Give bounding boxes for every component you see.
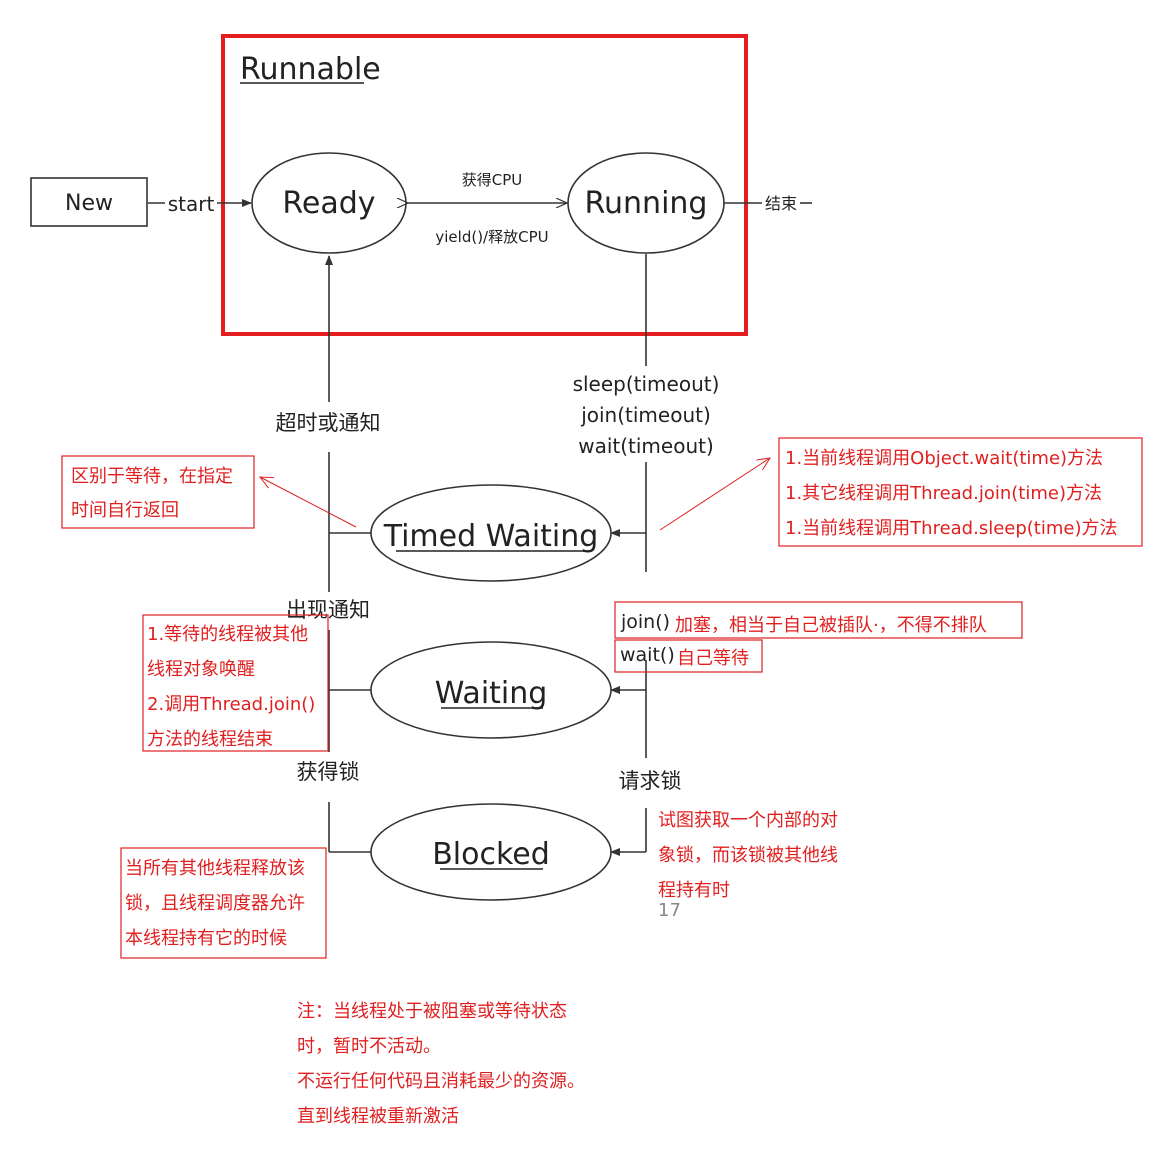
edge-start-label: start — [168, 192, 215, 216]
state-running-label: Running — [585, 186, 708, 221]
note-join-code: join() — [620, 611, 670, 633]
note-wait-desc: 自己等待 — [677, 648, 749, 669]
note-waiting-exit-1: 1.等待的线程被其他 — [147, 624, 308, 645]
footnote-line-4: 直到线程被重新激活 — [297, 1106, 459, 1127]
note-blocked-exit-3: 本线程持有它的时候 — [125, 928, 287, 949]
edge-sleep-timeout-label: sleep(timeout) — [573, 372, 720, 396]
note-timed-waiting-desc-pointer — [260, 477, 357, 528]
edge-join-timeout-label: join(timeout) — [580, 403, 711, 427]
note-blocked-enter-2: 象锁，而该锁被其他线 — [658, 845, 838, 866]
runnable-title: Runnable — [240, 52, 381, 87]
note-waiting-exit-3: 2.调用Thread.join() — [147, 694, 315, 715]
footnote-line-2: 时，暂时不活动。 — [297, 1036, 441, 1057]
edge-get-cpu-label: 获得CPU — [462, 171, 523, 189]
state-timed-waiting — [370, 484, 612, 582]
note-wait-code: wait() — [620, 644, 675, 666]
edge-wait-timeout-label: wait(timeout) — [578, 434, 714, 458]
footnote-line-1: 注：当线程处于被阻塞或等待状态 — [297, 1001, 567, 1022]
note-waiting-exit-box — [142, 614, 329, 752]
note-cause-1: 1.当前线程调用Object.wait(time)方法 — [785, 448, 1103, 469]
note-timed-waiting-causes-pointer — [659, 458, 770, 531]
note-waiting-exit-4: 方法的线程结束 — [147, 729, 273, 750]
note-cause-2: 1.其它线程调用Thread.join(time)方法 — [785, 483, 1102, 504]
note-cause-3: 1.当前线程调用Thread.sleep(time)方法 — [785, 518, 1118, 539]
note-join-box — [614, 601, 1023, 639]
edge-yield-label: yield()/释放CPU — [435, 228, 548, 246]
note-blocked-exit-box — [120, 847, 327, 959]
edge-end-label: 结束 — [765, 194, 797, 213]
state-timed-waiting-label: Timed Waiting — [383, 519, 599, 554]
note-waiting-exit-2: 线程对象唤醒 — [147, 659, 255, 680]
note-wait-box — [614, 639, 763, 673]
footnote-line-3: 不运行任何代码且消耗最少的资源。 — [297, 1071, 585, 1092]
state-waiting-label: Waiting — [435, 676, 548, 711]
note-blocked-enter-1: 试图获取一个内部的对 — [658, 810, 838, 831]
state-new-label: New — [65, 191, 113, 216]
state-waiting — [370, 641, 612, 739]
note-blocked-exit-2: 锁，且线程调度器允许 — [125, 893, 305, 914]
note-timed-waiting-desc-box — [61, 455, 255, 529]
note-join-desc: 加塞，相当于自己被插队·，不得不排队 — [675, 615, 987, 636]
state-blocked-label: Blocked — [432, 837, 550, 872]
note-timed-waiting-causes-box — [778, 437, 1143, 547]
state-blocked — [370, 803, 612, 901]
edge-get-lock-label: 获得锁 — [297, 760, 360, 784]
page-number: 17 — [658, 900, 681, 921]
edge-timeout-notify-label: 超时或通知 — [276, 411, 381, 435]
edge-request-lock-label: 请求锁 — [619, 769, 682, 793]
runnable-frame — [221, 34, 748, 336]
note-blocked-exit-1: 当所有其他线程释放该 — [125, 858, 305, 879]
note-timed-waiting-desc-2: 时间自行返回 — [71, 500, 179, 521]
note-timed-waiting-desc-1: 区别于等待，在指定 — [71, 466, 233, 487]
state-new-box — [30, 177, 148, 227]
note-blocked-enter-3: 程持有时 — [658, 880, 730, 901]
state-ready-label: Ready — [282, 186, 375, 221]
